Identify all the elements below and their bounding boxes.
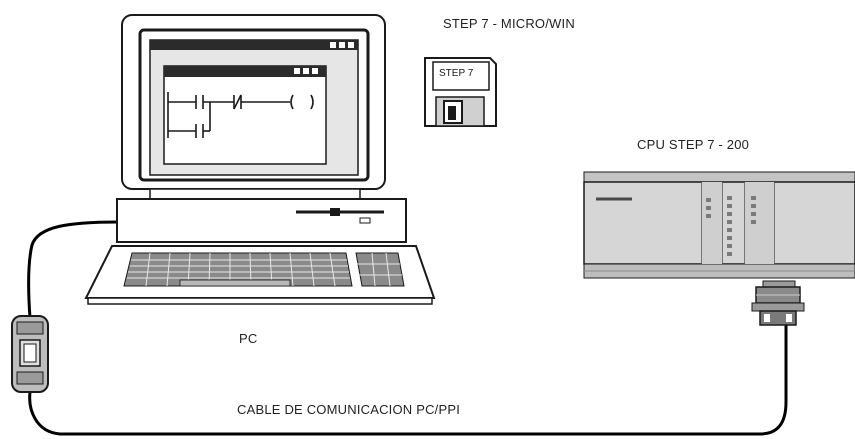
ppi-adapter-icon [11, 315, 49, 393]
floppy-label: STEP 7 [439, 68, 474, 79]
software-label: STEP 7 - MICRO/WIN [443, 16, 575, 31]
monitor-icon [121, 14, 386, 190]
plc-cpu-icon [583, 171, 855, 279]
dsub-connector-icon [751, 280, 805, 326]
ladder-logic-icon [167, 92, 314, 138]
pc-ppi-cable [27, 220, 788, 436]
pc-label: PC [239, 331, 258, 346]
cable-label: CABLE DE COMUNICACION PC/PPI [237, 402, 461, 417]
floppy-disk-icon [424, 57, 497, 127]
computer-case-icon [116, 188, 407, 243]
cpu-label: CPU STEP 7 - 200 [637, 137, 750, 152]
keyboard-icon [84, 245, 436, 305]
